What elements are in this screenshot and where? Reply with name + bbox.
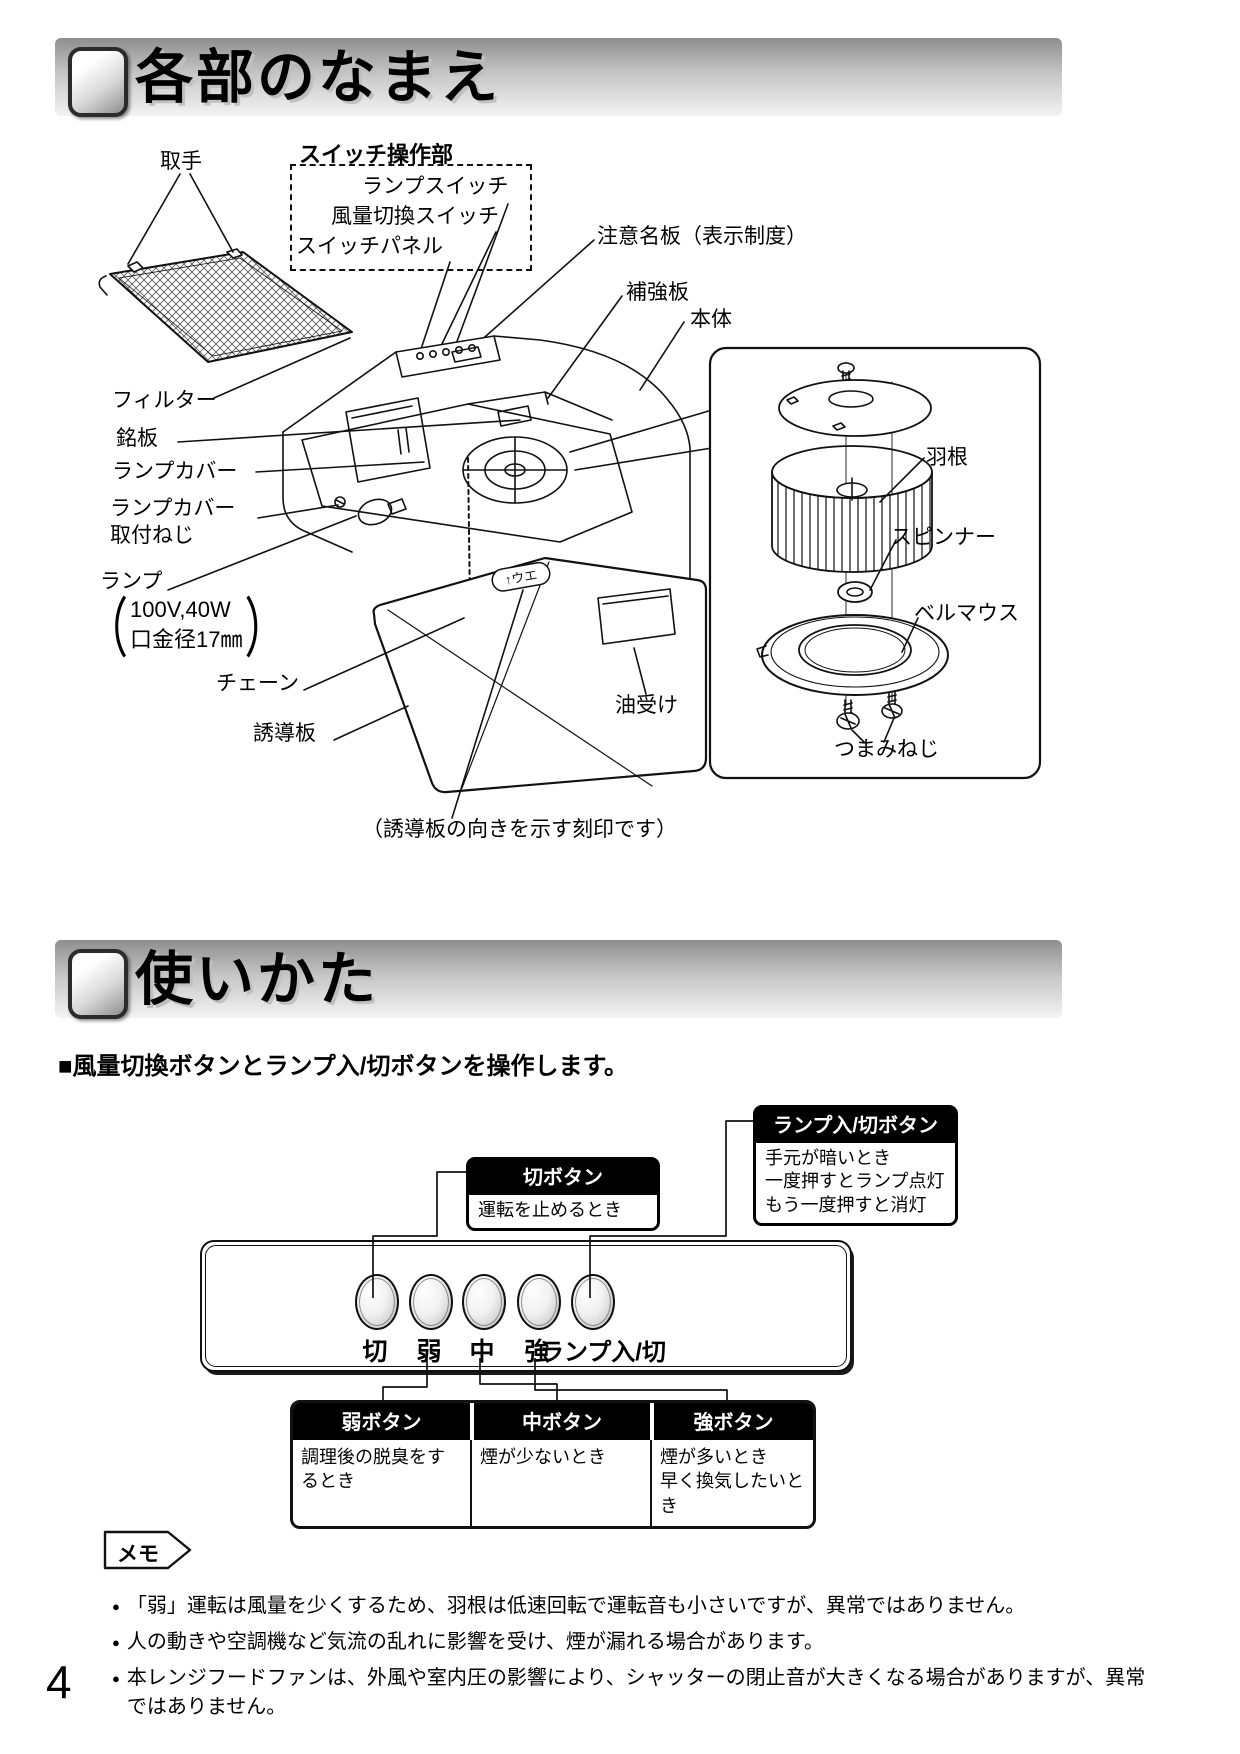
label-spinner: スピンナー	[891, 526, 996, 549]
label-caution-plate: 注意名板（表示制度）	[597, 225, 807, 248]
bullet-icon: ●	[112, 1599, 120, 1614]
button-off	[355, 1274, 399, 1330]
table-cell-high: 煙が多いとき 早く換気したいとき	[650, 1440, 813, 1526]
label-chain: チェーン	[216, 672, 299, 695]
speed-buttons-table: 弱ボタン 中ボタン 強ボタン 調理後の脱臭をするとき 煙が少ないとき 煙が多いと…	[290, 1400, 816, 1529]
paren-close: ）	[244, 592, 287, 666]
memo-item: ●人の動きや空調機など気流の乱れに影響を受け、煙が漏れる場合があります。	[112, 1628, 1158, 1657]
button-label-low: 弱	[416, 1338, 442, 1366]
label-lamp-switch: ランプスイッチ	[362, 175, 509, 198]
memo-tag-label: メモ	[117, 1543, 159, 1566]
table-header-mid: 中ボタン	[470, 1403, 650, 1440]
callout-title: 切ボタン	[466, 1157, 660, 1195]
section-title: 各部のなまえ	[135, 45, 502, 110]
label-lamp-cover-screw: ランプカバー 取付ねじ	[110, 497, 236, 548]
label-lamp: ランプ	[100, 570, 163, 593]
engraving-mark-text: ↑ウエ	[504, 567, 539, 587]
usage-intro: ■風量切換ボタンとランプ入/切ボタンを操作します。	[58, 1053, 629, 1080]
button-mid	[462, 1274, 506, 1330]
memo-item: ●本レンジフードファンは、外風や室内圧の影響により、シャッターの閉止音が大きくな…	[112, 1664, 1158, 1722]
section-marker-icon	[68, 47, 128, 117]
button-label-mid: 中	[469, 1338, 495, 1366]
hood-body-drawing	[282, 335, 691, 641]
memo-item: ●「弱」運転は風量を少くするため、羽根は低速回転で運転音も小さいですが、異常では…	[112, 1592, 1158, 1621]
lamp-button-callout: ランプ入/切ボタン 手元が暗いとき 一度押すとランプ点灯 もう一度押すと消灯	[753, 1105, 958, 1227]
table-cell-low: 調理後の脱臭をするとき	[301, 1447, 445, 1492]
page-number: 4	[46, 1656, 72, 1708]
button-lamp	[571, 1274, 615, 1330]
guide-plate-drawing: ↑ウエ	[372, 556, 708, 794]
callout-body: 運転を止めるとき	[466, 1195, 660, 1232]
table-header-low: 弱ボタン	[293, 1403, 470, 1440]
label-guide-plate: 誘導板	[253, 722, 316, 745]
label-nameplate: 銘板	[116, 427, 158, 450]
button-label-lamp: ランプ入/切	[540, 1339, 666, 1366]
section-marker-icon	[68, 949, 128, 1019]
table-header-high: 強ボタン	[650, 1403, 813, 1440]
label-oil-tray: 油受け	[615, 694, 678, 717]
label-switch-section: スイッチ操作部	[299, 142, 454, 167]
control-panel: 切 弱 中 強 ランプ入/切	[200, 1240, 852, 1372]
label-filter: フィルター	[112, 389, 217, 412]
table-cell-mid: 煙が少ないとき	[470, 1440, 650, 1526]
label-handle: 取手	[160, 150, 202, 173]
section-header-parts: 各部のなまえ	[55, 38, 1062, 117]
label-switch-panel: スイッチパネル	[296, 235, 443, 258]
callout-body: 手元が暗いとき 一度押すとランプ点灯 もう一度押すと消灯	[753, 1143, 958, 1227]
section-header-usage: 使いかた	[55, 940, 1062, 1019]
paren-open: （	[86, 592, 129, 666]
oil-tray-drawing	[597, 588, 676, 645]
memo-list: ●「弱」運転は風量を少くするため、羽根は低速回転で運転音も小さいですが、異常では…	[112, 1592, 1158, 1729]
switch-section-box	[290, 164, 532, 271]
bullet-icon: ●	[112, 1671, 120, 1686]
button-low	[409, 1274, 453, 1330]
label-fan-speed-switch: 風量切換スイッチ	[331, 205, 499, 228]
exploded-fan-panel	[708, 346, 1042, 780]
off-button-callout: 切ボタン 運転を止めるとき	[466, 1157, 660, 1232]
label-blade: 羽根	[926, 446, 968, 469]
label-body: 本体	[690, 308, 732, 331]
diagram-caption: （誘導板の向きを示す刻印です）	[362, 818, 677, 841]
label-thumb-screw: つまみねじ	[834, 738, 939, 761]
button-label-off: 切	[362, 1338, 388, 1366]
label-lamp-cover: ランプカバー	[112, 460, 238, 483]
button-high	[517, 1274, 561, 1330]
callout-title: ランプ入/切ボタン	[753, 1105, 958, 1143]
label-reinforcement-plate: 補強板	[626, 281, 689, 304]
section-title: 使いかた	[135, 947, 380, 1012]
bullet-icon: ●	[112, 1635, 120, 1650]
label-bell-mouth: ベルマウス	[914, 602, 1019, 625]
